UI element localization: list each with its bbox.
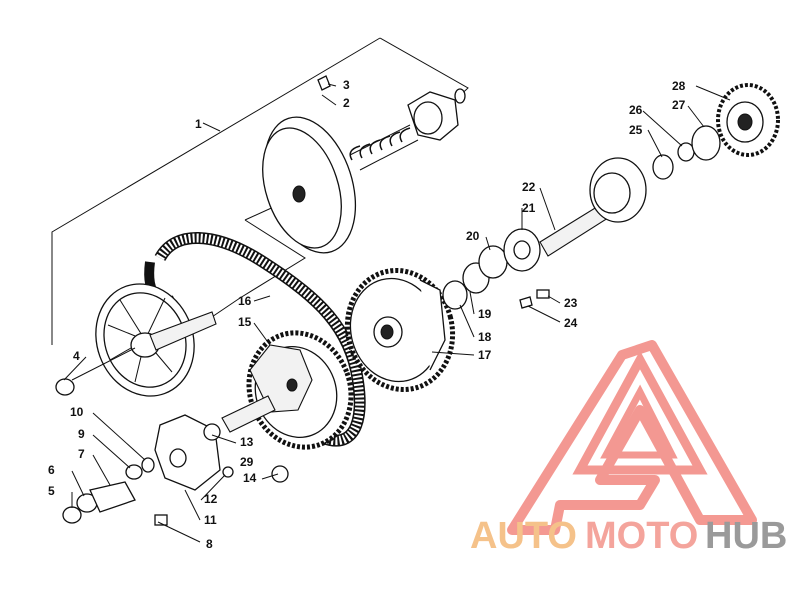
watermark-auto: AUTO bbox=[470, 515, 577, 557]
callout-14: 14 bbox=[243, 471, 257, 485]
logo-triangle-inner bbox=[572, 350, 708, 475]
logo-triangle-core bbox=[600, 384, 678, 459]
callout-21: 21 bbox=[522, 201, 536, 215]
logo-triangle-outer bbox=[507, 340, 757, 535]
movable-sheave bbox=[262, 116, 357, 254]
callout-5: 5 bbox=[48, 484, 55, 498]
callout-3: 3 bbox=[343, 78, 350, 92]
parts-25-28 bbox=[652, 83, 780, 180]
callout-27: 27 bbox=[672, 98, 686, 112]
callout-20: 20 bbox=[466, 229, 480, 243]
fixed-sheave-left bbox=[71, 283, 217, 397]
callout-7: 7 bbox=[78, 447, 85, 461]
callout-2: 2 bbox=[343, 96, 350, 110]
callout-8: 8 bbox=[206, 537, 213, 551]
small-fasteners bbox=[55, 378, 289, 526]
clip-part-2-3 bbox=[317, 75, 331, 91]
watermark-logo bbox=[507, 340, 757, 535]
callout-28: 28 bbox=[672, 79, 686, 93]
watermark-text: AUTO MOTO HUB bbox=[470, 515, 787, 557]
callout-26: 26 bbox=[629, 103, 643, 117]
callout-15: 15 bbox=[238, 315, 252, 329]
callout-16: 16 bbox=[238, 294, 252, 308]
watermark-hub: HUB bbox=[705, 515, 787, 557]
bolts-23-24 bbox=[519, 289, 550, 309]
callout-12: 12 bbox=[204, 492, 218, 506]
shaft-22 bbox=[539, 157, 647, 257]
callout-18: 18 bbox=[478, 330, 492, 344]
callout-4: 4 bbox=[73, 349, 80, 363]
callout-9: 9 bbox=[78, 427, 85, 441]
callout-11: 11 bbox=[204, 513, 217, 527]
clutch-spring bbox=[349, 124, 419, 171]
leader-lines bbox=[63, 83, 731, 543]
bearing-parts-18-21 bbox=[442, 228, 541, 310]
watermark-moto: MOTO bbox=[585, 515, 698, 557]
callout-1: 1 bbox=[195, 117, 202, 131]
secondary-clutch-15 bbox=[221, 330, 354, 450]
callout-10: 10 bbox=[70, 405, 84, 419]
callout-25: 25 bbox=[629, 123, 643, 137]
callout-24: 24 bbox=[564, 316, 578, 330]
callout-29: 29 bbox=[240, 455, 254, 469]
callout-22: 22 bbox=[522, 180, 536, 194]
driven-clutch-17 bbox=[344, 268, 456, 392]
callout-17: 17 bbox=[478, 348, 492, 362]
callout-23: 23 bbox=[564, 296, 578, 310]
callout-19: 19 bbox=[478, 307, 492, 321]
callout-13: 13 bbox=[240, 435, 254, 449]
callout-labels: 1 2 3 4 5 6 7 8 9 10 11 12 13 14 15 16 1… bbox=[48, 78, 686, 551]
callout-6: 6 bbox=[48, 463, 55, 477]
spider-housing bbox=[407, 88, 466, 141]
